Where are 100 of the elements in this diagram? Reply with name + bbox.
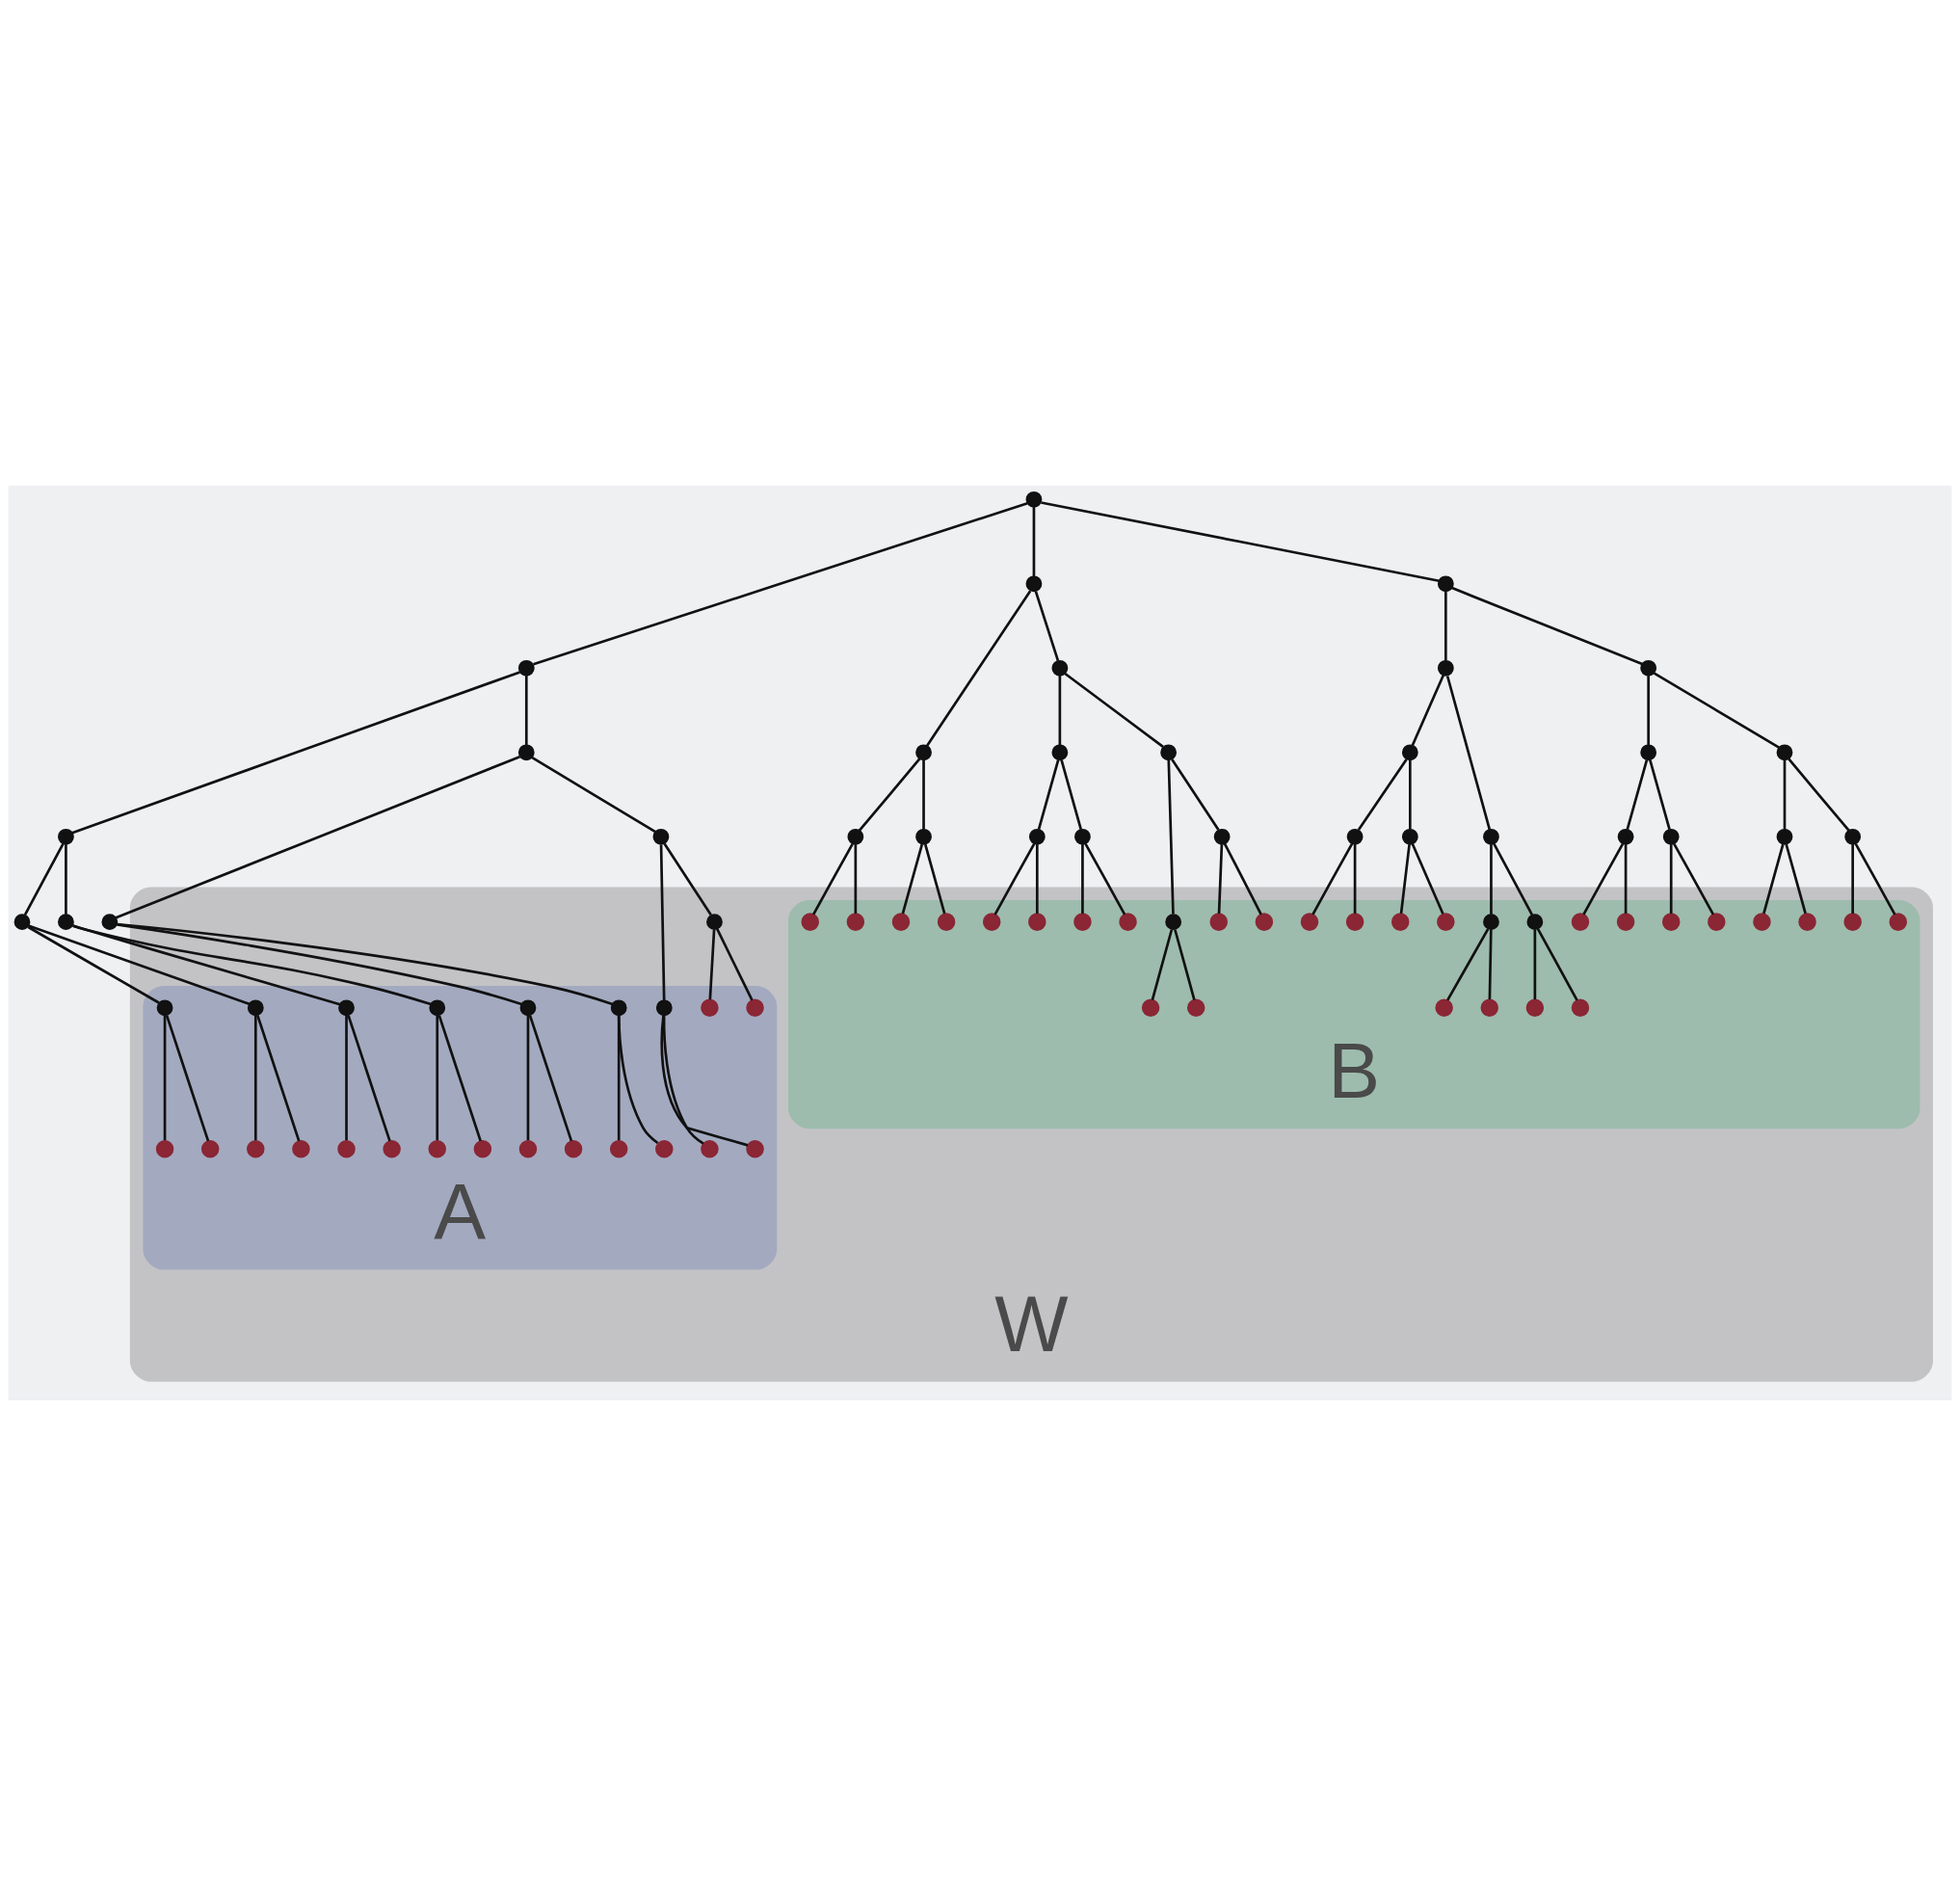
node-circle	[1435, 998, 1453, 1018]
node-circle	[1661, 913, 1681, 931]
connector	[1408, 759, 1412, 830]
node-circle	[247, 999, 264, 1017]
node-circle	[1028, 828, 1046, 845]
connector	[27, 925, 160, 1004]
node-circle	[1844, 828, 1862, 845]
node-circle	[1401, 744, 1418, 761]
node-circle	[1483, 914, 1499, 931]
connector	[117, 922, 614, 1006]
node-circle	[1213, 828, 1231, 845]
node-circle	[701, 998, 719, 1018]
connector	[1851, 844, 1854, 914]
node-circle	[652, 828, 670, 845]
connector	[659, 844, 666, 1001]
connector	[1785, 843, 1807, 915]
node-circle	[915, 828, 932, 845]
connector	[716, 928, 754, 1001]
node-circle	[338, 999, 355, 1017]
node-circle	[1571, 998, 1590, 1018]
connector	[1673, 842, 1715, 916]
connector	[663, 842, 712, 916]
node-circle	[1028, 913, 1046, 931]
node-circle	[655, 999, 673, 1017]
node-circle	[706, 914, 723, 931]
node-circle	[891, 913, 911, 931]
connector	[72, 924, 432, 1006]
node-circle	[517, 744, 535, 761]
node-circle	[1753, 913, 1771, 931]
connector	[524, 676, 528, 746]
connector	[163, 1015, 167, 1141]
node-circle	[518, 1139, 538, 1158]
node-circle	[517, 659, 535, 677]
node-circle	[428, 1139, 446, 1158]
connector	[1081, 844, 1084, 914]
connector	[1171, 758, 1220, 831]
node-circle	[1209, 913, 1228, 931]
connector	[1151, 929, 1174, 1000]
node-circle	[1437, 913, 1455, 931]
connector	[1058, 676, 1062, 746]
node-circle	[1889, 913, 1908, 931]
connector	[165, 1015, 210, 1142]
connector	[1032, 507, 1036, 577]
node-circle	[801, 913, 819, 931]
node-circle	[609, 1139, 628, 1158]
node-circle	[1640, 744, 1657, 761]
connector	[1217, 844, 1224, 914]
connector	[1854, 842, 1896, 916]
connector	[1533, 929, 1537, 1000]
node-circle	[156, 999, 173, 1017]
node-circle	[915, 744, 932, 761]
node-circle	[13, 914, 31, 931]
node-circle	[1798, 913, 1816, 931]
node-circle	[1300, 913, 1319, 931]
node-circle	[292, 1139, 310, 1158]
connector	[1783, 759, 1787, 830]
connector	[812, 842, 854, 916]
connector	[1488, 929, 1493, 1000]
connector	[1445, 676, 1492, 831]
connector	[1788, 757, 1850, 832]
connector	[65, 844, 67, 915]
node-circle	[1617, 828, 1634, 845]
connector	[1762, 843, 1785, 915]
connector	[256, 1015, 301, 1142]
connector	[528, 1015, 573, 1142]
connector	[1353, 844, 1357, 914]
connector	[347, 1015, 391, 1142]
connector	[1654, 672, 1780, 749]
node-circle	[1525, 998, 1545, 1018]
connector	[1649, 759, 1671, 830]
connector	[1174, 929, 1196, 1000]
node-circle	[846, 913, 865, 931]
connector	[1084, 842, 1126, 916]
connector	[1060, 759, 1083, 830]
node-circle	[1051, 744, 1069, 761]
connector	[617, 1015, 659, 1145]
node-circle	[155, 1139, 174, 1158]
connector	[437, 1015, 482, 1142]
node-circle	[1141, 998, 1160, 1018]
connector	[28, 924, 251, 1006]
node-circle	[473, 1139, 492, 1158]
node-circle	[247, 1139, 265, 1158]
node-circle	[1571, 913, 1590, 931]
node-circle	[1391, 913, 1410, 931]
node-circle	[337, 1139, 356, 1158]
connector	[1041, 501, 1440, 583]
node-circle	[1346, 828, 1364, 845]
connector	[1035, 844, 1039, 914]
node-circle	[1051, 659, 1069, 677]
node-circle	[1480, 998, 1498, 1018]
connector	[1446, 928, 1490, 1001]
connector	[1624, 844, 1628, 914]
node-circle	[1437, 575, 1454, 593]
connector	[854, 844, 858, 914]
node-circle	[1025, 575, 1043, 593]
connector	[526, 1015, 530, 1141]
connector	[660, 1015, 749, 1147]
node-circle	[429, 999, 446, 1017]
connector	[1399, 843, 1411, 915]
connector	[23, 842, 65, 916]
